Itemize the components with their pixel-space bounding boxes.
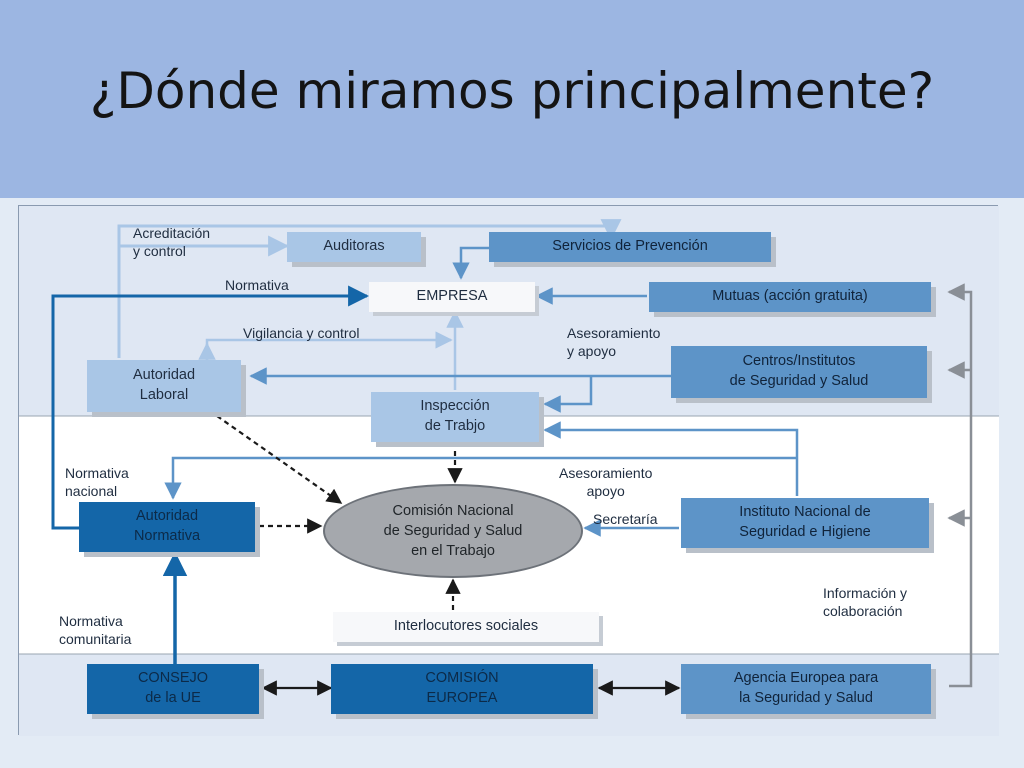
label-normativa: Normativa	[225, 277, 289, 293]
arrow-servicios-empresa	[452, 246, 489, 280]
diagram: Auditoras Servicios de Prevención EMPRES…	[18, 205, 999, 736]
arrow-agencia-mutuas	[947, 283, 973, 688]
box-comision-europea: COMISIÓN EUROPEA	[331, 664, 593, 714]
box-interlocutores-sociales: Interlocutores sociales	[333, 612, 599, 642]
box-centros-institutos: Centros/Institutos de Seguridad y Salud	[671, 346, 927, 398]
box-instituto-nacional: Instituto Nacional de Seguridad e Higien…	[681, 498, 929, 548]
ellipse-comision-nacional: Comisión Nacional de Seguridad y Salud e…	[323, 484, 583, 578]
label-normativa-comunitaria: Normativa comunitaria	[59, 613, 132, 648]
label-informacion-colaboracion: Información y colaboración	[823, 585, 908, 620]
arrow-normativa	[51, 285, 370, 530]
label-normativa-nacional: Normativa nacional	[65, 465, 129, 500]
arrow-laboral-comision	[216, 415, 343, 504]
box-mutuas: Mutuas (acción gratuita)	[649, 282, 931, 312]
label-asesoramiento-apoyo: Asesoramiento y apoyo	[567, 325, 661, 360]
box-autoridad-normativa: Autoridad Normativa	[79, 502, 255, 552]
arrow-asesoramiento-normativa	[164, 456, 797, 500]
arrow-vigilancia	[205, 331, 453, 360]
box-consejo-ue: CONSEJO de la UE	[87, 664, 259, 714]
arrow-centros-inspeccion	[543, 376, 593, 413]
title-band	[0, 0, 1024, 198]
box-auditoras: Auditoras	[287, 232, 421, 262]
box-servicios-prevencion: Servicios de Prevención	[489, 232, 771, 262]
arrow-instituto-inspeccion	[543, 421, 799, 496]
box-autoridad-laboral: Autoridad Laboral	[87, 360, 241, 412]
box-inspeccion-trabajo: Inspección de Trabjo	[371, 392, 539, 442]
label-acreditacion: Acreditación y control	[133, 225, 211, 260]
box-empresa: EMPRESA	[369, 282, 535, 312]
label-vigilancia: Vigilancia y control	[243, 325, 360, 341]
slide-title: ¿Dónde miramos principalmente?	[89, 62, 935, 120]
box-agencia-europea: Agencia Europea para la Seguridad y Salu…	[681, 664, 931, 714]
label-secretaria: Secretaría	[593, 511, 658, 527]
label-asesoramiento-apoyo-2: Asesoramiento apoyo	[559, 465, 653, 500]
